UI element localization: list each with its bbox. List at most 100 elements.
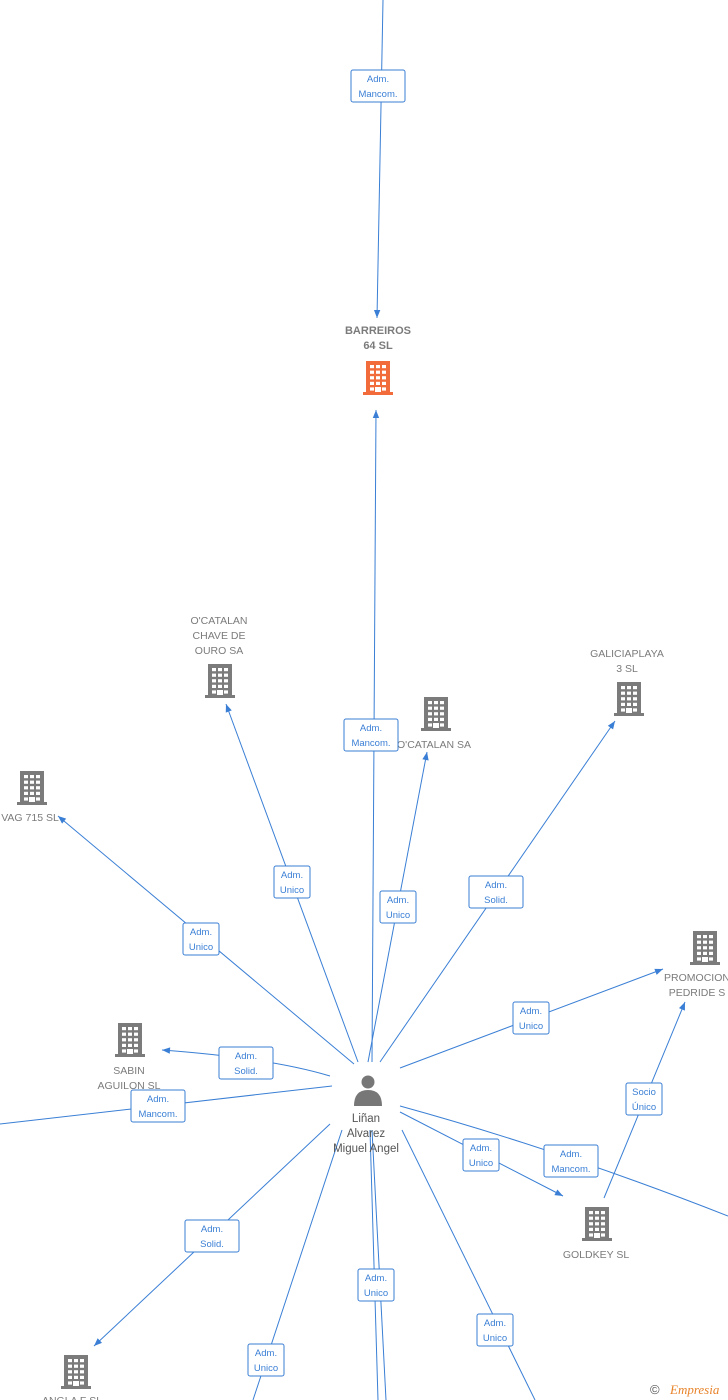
company-node-vag715[interactable]: VAG 715 SL	[1, 771, 59, 824]
relation-label-text: Adm.	[360, 723, 382, 734]
building-icon	[205, 664, 235, 698]
relation-label-text: Adm.	[147, 1094, 169, 1105]
relation-label[interactable]: Adm.Solid.	[184, 1219, 240, 1253]
relation-label-text: Mancom.	[551, 1164, 590, 1175]
arrowhead	[373, 309, 381, 318]
relation-label[interactable]: Adm.Unico	[273, 865, 311, 899]
relation-label[interactable]: Adm.Mancom.	[543, 1144, 599, 1178]
building-icon	[17, 771, 47, 805]
relation-label-box	[625, 1082, 663, 1116]
relation-label-text: Adm.	[190, 927, 212, 938]
relation-label-text: Unico	[469, 1158, 493, 1169]
company-name: AGUILON SL	[97, 1080, 160, 1092]
company-name: OURO SA	[195, 645, 243, 657]
relation-label[interactable]: Adm.Unico	[182, 922, 220, 956]
arrowhead	[678, 1002, 685, 1011]
arrowhead	[225, 704, 232, 713]
relation-label-text: Solid.	[484, 895, 508, 906]
relation-label[interactable]: Adm.Unico	[476, 1313, 514, 1347]
relation-label[interactable]: Adm.Unico	[379, 890, 417, 924]
arrowhead	[422, 752, 429, 761]
person-name: Liñan	[352, 1113, 380, 1125]
relation-label[interactable]: Adm. Mancom.	[343, 718, 399, 752]
relation-label-box	[357, 1268, 395, 1302]
relation-label-box	[476, 1313, 514, 1347]
person-icon	[354, 1075, 382, 1106]
company-node-goldkey[interactable]: GOLDKEY SL	[563, 1207, 629, 1261]
watermark: © Empresia	[650, 1382, 720, 1397]
relation-label-text: Adm.	[387, 895, 409, 906]
relation-label-text: Socio	[632, 1087, 656, 1098]
relation-label-text: Mancom.	[138, 1109, 177, 1120]
person-name: Alvarez	[347, 1128, 386, 1140]
arrowhead	[94, 1338, 103, 1346]
relation-label[interactable]: Adm. Mancom.	[130, 1089, 186, 1123]
relation-edge	[369, 1129, 379, 1400]
relation-label-text: Unico	[280, 885, 304, 896]
company-node-promocion[interactable]: PROMOCION PEDRIDE S	[664, 931, 728, 999]
relation-label-text: Adm.	[485, 880, 507, 891]
relation-label-text: Mancom.	[351, 738, 390, 749]
relation-label-box	[247, 1343, 285, 1377]
relation-label-text: Único	[632, 1102, 656, 1113]
copyright-symbol: ©	[650, 1382, 660, 1397]
arrowhead	[554, 1189, 563, 1196]
relation-label-text: Solid.	[234, 1066, 258, 1077]
building-icon	[115, 1023, 145, 1057]
relation-label-text: Unico	[254, 1363, 278, 1374]
brand-logo: Empresia	[669, 1382, 720, 1397]
company-name: CHAVE DE	[193, 630, 246, 642]
company-name: O'CATALAN	[190, 615, 247, 627]
company-name: GOLDKEY SL	[563, 1249, 629, 1261]
relation-label-box	[543, 1144, 599, 1178]
relation-label-box	[218, 1046, 274, 1080]
relation-label-box	[273, 865, 311, 899]
arrowhead	[162, 1047, 171, 1054]
company-node-sabin[interactable]: SABIN AGUILON SL	[97, 1023, 161, 1092]
company-name: 64 SL	[363, 340, 393, 352]
company-node-ocatalan[interactable]: O'CATALAN SA	[397, 697, 471, 751]
relation-label-text: Adm.	[365, 1273, 387, 1284]
relation-label-text: Unico	[483, 1333, 507, 1344]
company-name: ANGLA F SL	[42, 1395, 102, 1400]
relation-label-text: Adm.	[520, 1006, 542, 1017]
relation-label-text: Adm.	[367, 74, 389, 85]
building-icon	[614, 682, 644, 716]
relation-label-text: Adm.	[235, 1051, 257, 1062]
relation-label-text: Unico	[519, 1021, 543, 1032]
arrowhead	[372, 410, 380, 419]
relation-label[interactable]: Adm. Unico	[512, 1001, 550, 1035]
building-icon	[421, 697, 451, 731]
relation-label-text: Adm.	[470, 1143, 492, 1154]
relation-label-text: Mancom.	[358, 89, 397, 100]
relation-label[interactable]: Adm. Solid.	[218, 1046, 274, 1080]
company-name: VAG 715 SL	[1, 812, 59, 824]
relation-label-text: Adm.	[255, 1348, 277, 1359]
relation-label-box	[130, 1089, 186, 1123]
relation-edge	[371, 1129, 387, 1400]
building-icon	[61, 1355, 91, 1389]
relation-label[interactable]: Adm. Mancom.	[350, 69, 406, 103]
relation-label[interactable]: Adm. Unico	[357, 1268, 395, 1302]
company-name: SABIN	[113, 1065, 145, 1077]
company-node-angla[interactable]: ANGLA F SL	[42, 1355, 102, 1400]
building-icon	[690, 931, 720, 965]
company-name: PROMOCION	[664, 972, 728, 984]
relation-label-box	[184, 1219, 240, 1253]
relation-label[interactable]: Adm. Solid.	[468, 875, 524, 909]
relation-label[interactable]: Adm. Unico	[462, 1138, 500, 1172]
company-name: PEDRIDE S	[669, 987, 726, 999]
relation-label-text: Unico	[364, 1288, 388, 1299]
company-node-ocatalan-chave[interactable]: O'CATALAN CHAVE DE OURO SA	[190, 615, 248, 698]
relation-labels: Adm.Mancom.Adm.Mancom.Adm.UnicoAdm.Unico…	[130, 69, 663, 1377]
relation-label-text: Solid.	[200, 1239, 224, 1250]
relation-label[interactable]: Adm. Unico	[247, 1343, 285, 1377]
arrowhead	[58, 816, 67, 824]
relation-label-box	[468, 875, 524, 909]
